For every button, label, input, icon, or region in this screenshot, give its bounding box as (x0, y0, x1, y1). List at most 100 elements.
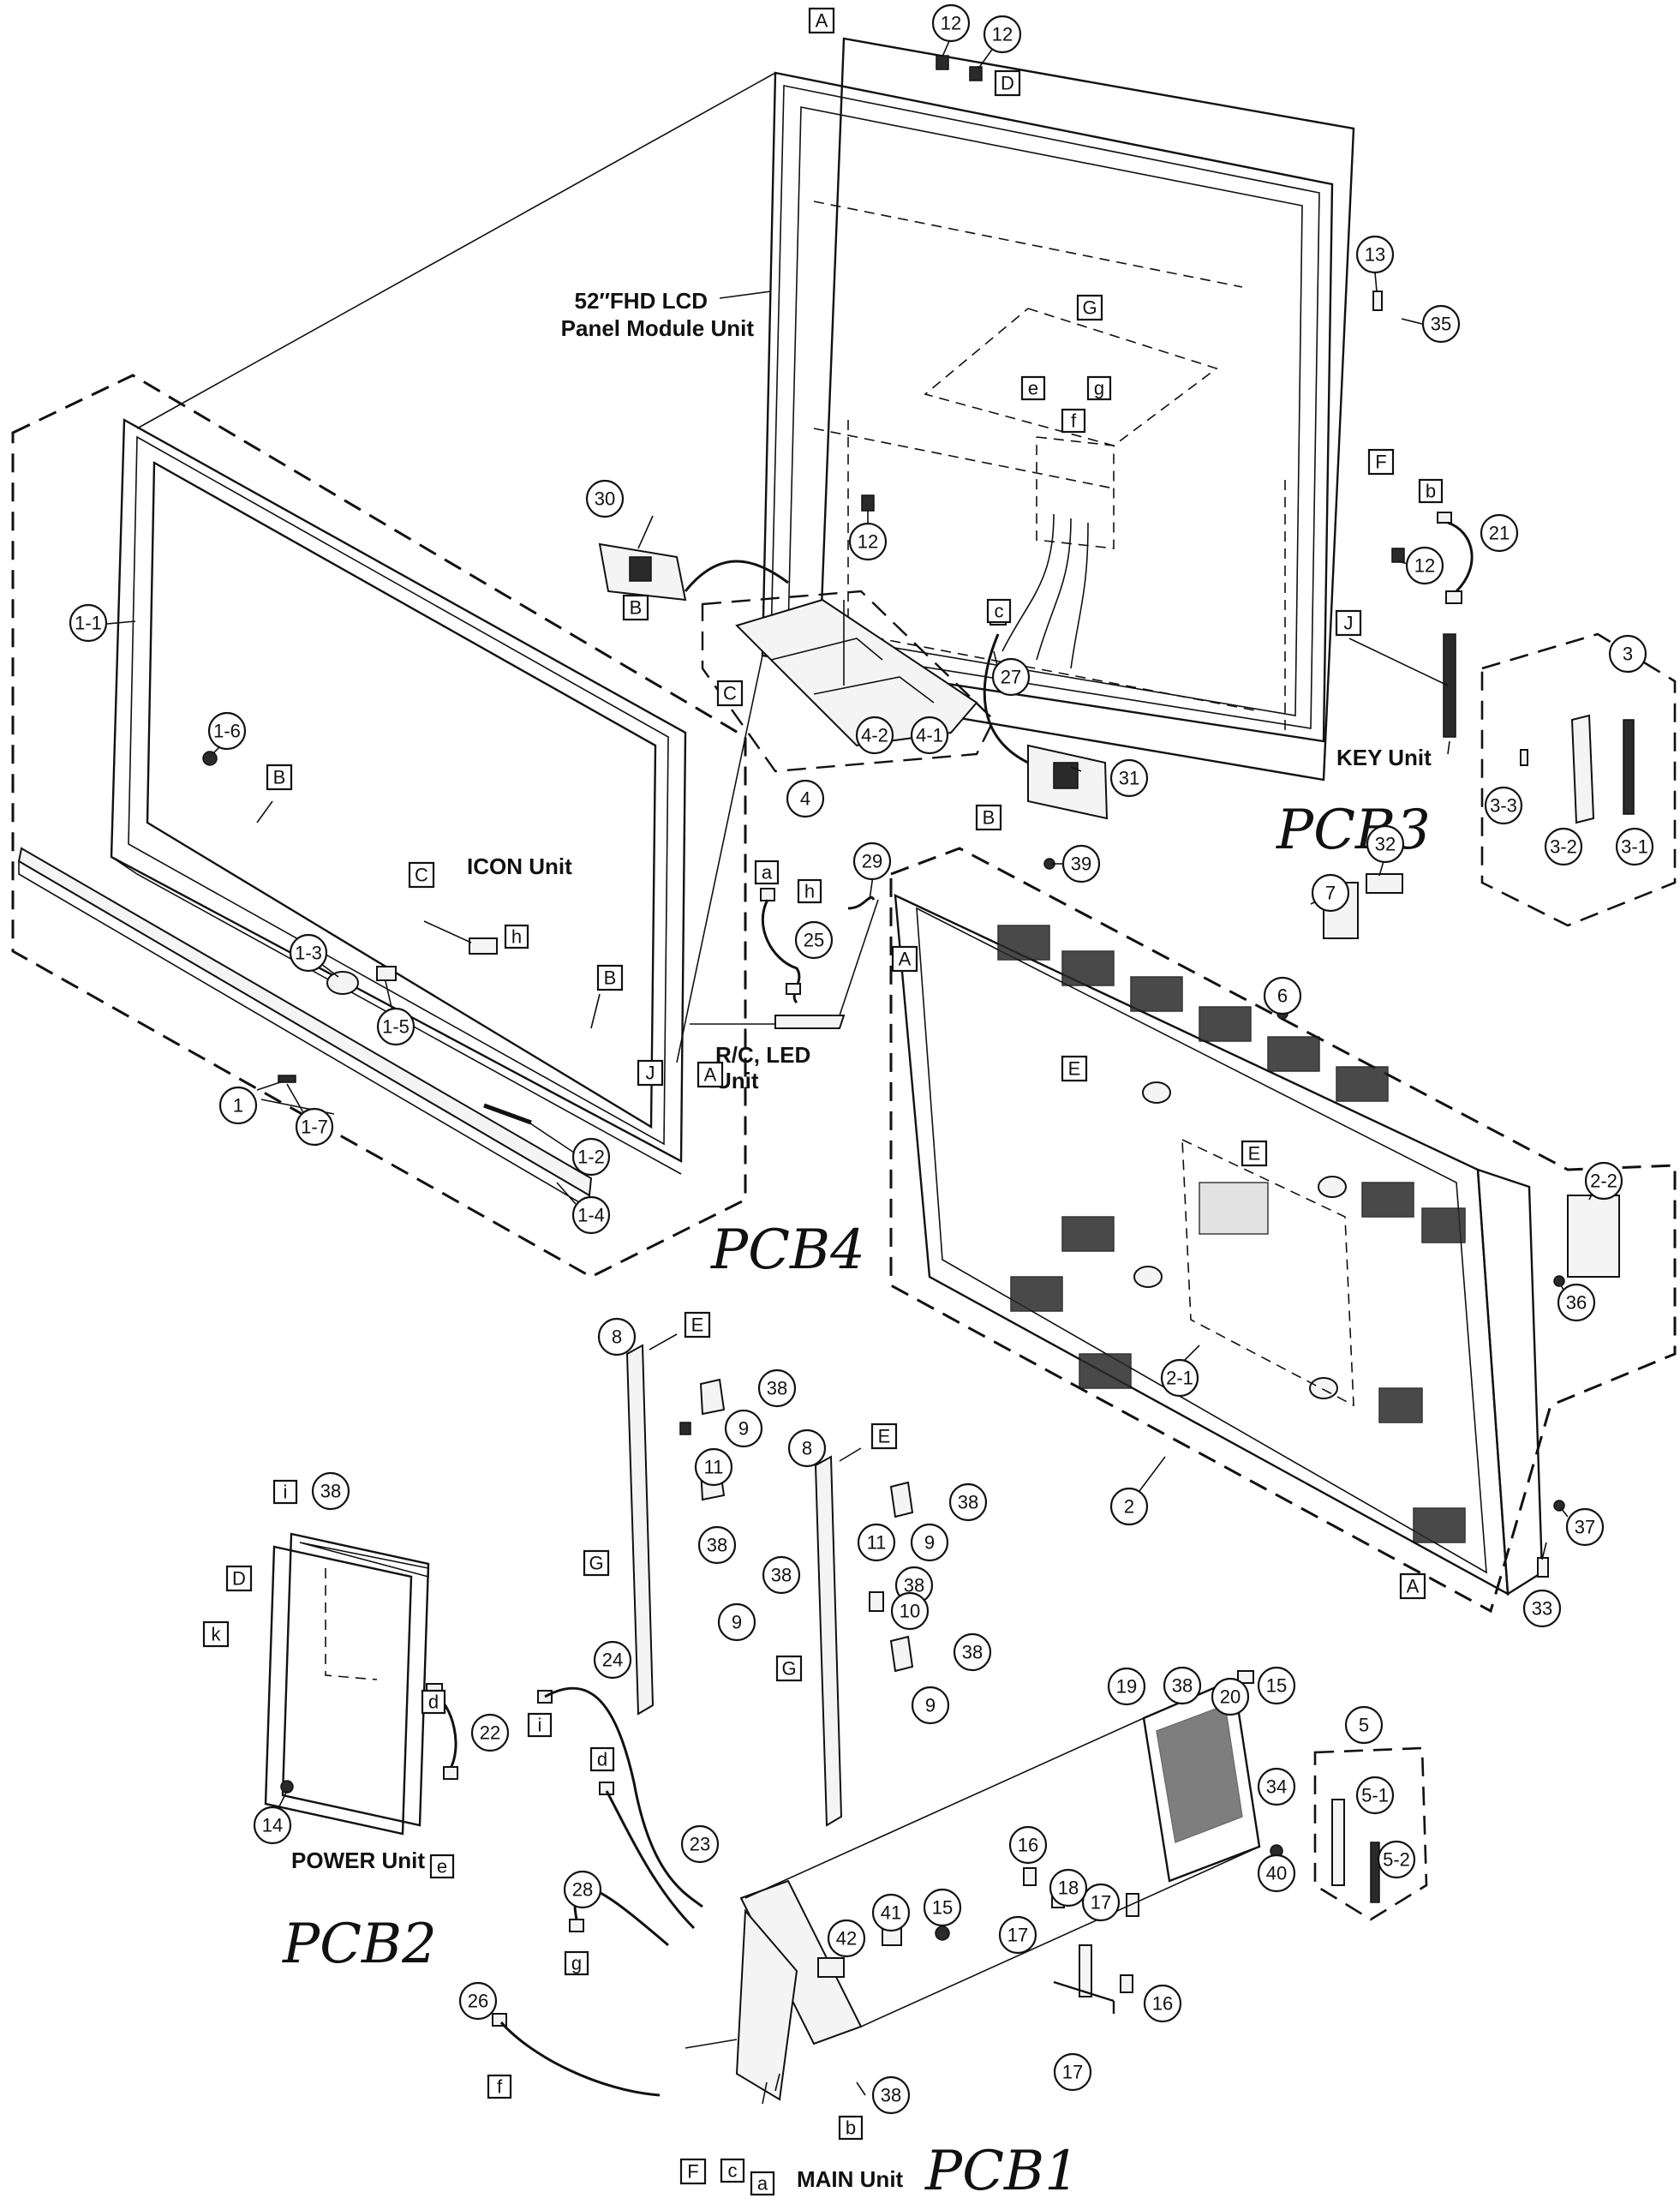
box-a-main: a (750, 2171, 775, 2196)
svg-text:31: 31 (1119, 768, 1139, 789)
callout-4-1: 4-1 (910, 716, 949, 755)
svg-text:8: 8 (612, 1327, 622, 1348)
svg-text:29: 29 (862, 851, 882, 872)
callout-28: 28 (563, 1870, 602, 1909)
svg-text:1-3: 1-3 (295, 943, 322, 964)
callout-12-top-left: 12 (931, 3, 971, 43)
svg-text:e: e (1028, 378, 1038, 399)
svg-text:1-1: 1-1 (75, 613, 102, 634)
svg-text:2-1: 2-1 (1166, 1368, 1193, 1389)
svg-text:4: 4 (800, 788, 810, 810)
callout-35: 35 (1421, 304, 1461, 344)
svg-text:24: 24 (602, 1650, 623, 1671)
callout-38-d: 38 (762, 1555, 801, 1595)
svg-text:D: D (232, 1568, 246, 1590)
callout-38-i: 38 (871, 2075, 911, 2115)
svg-text:22: 22 (480, 1722, 500, 1744)
svg-text:5-1: 5-1 (1361, 1785, 1389, 1806)
box-i-cable24: i (527, 1712, 553, 1738)
svg-text:6: 6 (1277, 985, 1288, 1007)
svg-text:11: 11 (867, 1532, 887, 1554)
key-unit (1348, 512, 1677, 927)
rc-led-caption-line1: R/C, LED (715, 1042, 810, 1068)
box-d-power: d (421, 1689, 446, 1715)
box-i-power: i (272, 1479, 298, 1505)
box-A-rear-top: A (891, 945, 918, 973)
svg-text:b: b (846, 2117, 856, 2139)
callout-38-b: 38 (948, 1482, 988, 1522)
callout-9-b: 9 (910, 1523, 949, 1562)
svg-text:9: 9 (925, 1695, 936, 1716)
callout-1-1: 1-1 (69, 603, 108, 643)
svg-text:17: 17 (1007, 1925, 1028, 1946)
svg-text:32: 32 (1375, 834, 1396, 855)
callout-8-left: 8 (597, 1317, 637, 1357)
svg-text:11: 11 (704, 1457, 724, 1478)
callout-3-3: 3-3 (1484, 786, 1523, 825)
svg-text:B: B (630, 597, 643, 619)
svg-text:i: i (538, 1715, 542, 1736)
svg-text:38: 38 (962, 1642, 983, 1663)
svg-text:33: 33 (1532, 1598, 1552, 1620)
lcd-caption-line1: 52″FHD LCD (575, 288, 708, 314)
svg-text:1: 1 (233, 1095, 243, 1117)
box-G-top: G (1076, 294, 1103, 321)
svg-text:e: e (437, 1856, 447, 1878)
svg-text:d: d (428, 1692, 439, 1713)
svg-text:F: F (687, 2161, 698, 2183)
box-J-top: J (1335, 609, 1362, 637)
callout-10: 10 (890, 1591, 930, 1631)
svg-text:E: E (1068, 1058, 1081, 1080)
main-unit-caption: MAIN Unit (797, 2166, 904, 2192)
callout-1-6: 1-6 (207, 711, 247, 751)
callout-29: 29 (852, 841, 892, 881)
lcd-panel-module (719, 37, 1423, 782)
svg-text:9: 9 (738, 1418, 749, 1440)
key-unit-caption: KEY Unit (1336, 745, 1432, 770)
callout-1-2: 1-2 (571, 1137, 611, 1177)
box-E-rear-top: E (1061, 1055, 1088, 1082)
svg-text:26: 26 (468, 1991, 488, 2012)
callout-6: 6 (1263, 976, 1302, 1015)
box-A-bezel: A (697, 1061, 724, 1088)
callout-12-mid-right: 12 (1405, 546, 1444, 585)
callout-38-c: 38 (697, 1525, 737, 1565)
svg-text:h: h (511, 926, 522, 948)
box-g-top: g (1086, 375, 1112, 401)
svg-text:2: 2 (1124, 1496, 1134, 1518)
svg-text:19: 19 (1116, 1676, 1137, 1698)
svg-text:D: D (1001, 73, 1014, 94)
callout-17-b: 17 (1081, 1883, 1121, 1922)
svg-text:12: 12 (858, 531, 878, 553)
callout-41: 41 (871, 1893, 911, 1932)
svg-text:G: G (1082, 297, 1097, 319)
svg-text:38: 38 (320, 1481, 341, 1502)
svg-text:20: 20 (1220, 1686, 1241, 1708)
callout-16-b: 16 (1143, 1984, 1182, 2023)
svg-text:17: 17 (1091, 1892, 1111, 1914)
svg-text:5: 5 (1359, 1715, 1369, 1736)
svg-text:f: f (497, 2076, 503, 2098)
callout-38-f: 38 (953, 1632, 992, 1672)
box-B-bezel-top: B (266, 764, 293, 791)
front-bezel-assembly (11, 374, 747, 1279)
callout-34: 34 (1257, 1767, 1296, 1806)
callout-4: 4 (786, 779, 825, 818)
svg-text:1-4: 1-4 (577, 1205, 605, 1226)
svg-text:1-5: 1-5 (382, 1016, 410, 1038)
rear-brackets (625, 1333, 914, 1827)
svg-text:A: A (899, 949, 912, 970)
svg-text:30: 30 (595, 488, 615, 510)
svg-text:G: G (589, 1553, 603, 1574)
svg-text:23: 23 (690, 1834, 710, 1855)
svg-text:38: 38 (958, 1492, 978, 1513)
svg-text:8: 8 (802, 1438, 812, 1459)
svg-text:38: 38 (881, 2085, 901, 2106)
svg-text:k: k (212, 1624, 222, 1645)
box-E-rear-mid: E (1241, 1140, 1268, 1167)
svg-text:a: a (762, 862, 773, 883)
callout-3-1: 3-1 (1615, 827, 1654, 866)
box-B-speaker30: B (622, 594, 649, 621)
svg-text:16: 16 (1152, 1993, 1173, 2015)
callout-3: 3 (1608, 634, 1647, 674)
